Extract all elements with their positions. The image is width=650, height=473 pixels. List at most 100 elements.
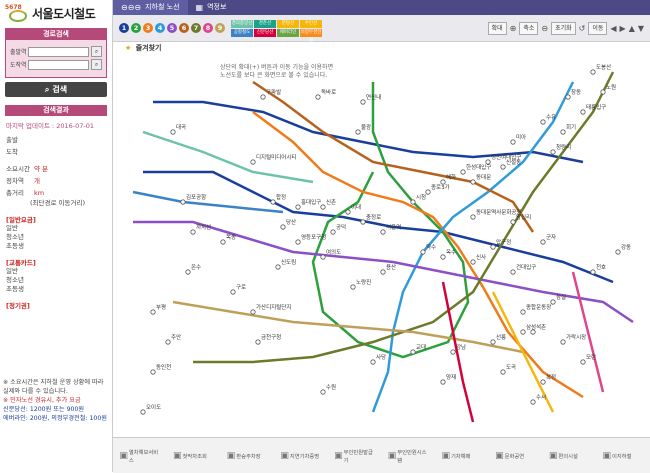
station-label[interactable]: 교대 [416,343,426,351]
station-label[interactable]: 구파발 [266,88,281,96]
zoom-out-icon[interactable]: ⊖ [541,23,549,33]
search-button[interactable]: ⌕ 검색 [5,82,107,97]
station-label[interactable]: 부평 [156,304,166,311]
extra-line-button[interactable]: 분당선 [277,19,299,28]
station-label[interactable]: 도봉산 [596,63,611,71]
station-marker[interactable] [580,109,586,115]
station-marker[interactable] [440,379,446,385]
move-left-icon[interactable]: ◀ [610,23,617,33]
station-label[interactable]: 홍대입구 [301,198,321,206]
service-button[interactable]: ▣환승주차장 [227,451,268,461]
station-marker[interactable] [520,329,526,335]
station-label[interactable]: 가산디지털단지 [256,303,291,311]
station-label[interactable]: 수서 [536,393,546,401]
reset-button[interactable]: 초기화 [551,21,576,35]
station-marker[interactable] [320,254,326,260]
station-marker[interactable] [140,409,146,415]
station-marker[interactable] [150,309,156,315]
station-marker[interactable] [170,129,176,135]
station-label[interactable]: 금천구청 [261,333,281,341]
station-marker[interactable] [250,159,256,165]
station-label[interactable]: 모란 [586,354,596,361]
station-marker[interactable] [560,339,566,345]
station-label[interactable]: 삼성 [526,323,536,331]
station-marker[interactable] [180,199,186,205]
tab-station-info[interactable]: ▦ 역정보 [188,0,235,15]
station-marker[interactable] [490,339,496,345]
line-8-button[interactable]: 8 [203,23,213,33]
station-label[interactable]: 까치산 [196,223,211,231]
station-label[interactable]: 종합운동장 [526,303,551,311]
station-marker[interactable] [540,379,546,385]
zoom-out-button[interactable]: 축소 [519,21,539,35]
station-label[interactable]: 구로 [236,284,246,291]
station-marker[interactable] [410,199,416,205]
station-label[interactable]: 공덕 [336,224,346,231]
station-marker[interactable] [510,219,516,225]
tab-subway-map[interactable]: ⊖⊖⊖ 지하철 노선 [113,0,188,15]
station-label[interactable]: 강남 [456,343,466,351]
station-label[interactable]: 노원 [606,83,616,91]
station-marker[interactable] [150,369,156,375]
station-label[interactable]: 종로3가 [431,183,450,191]
station-marker[interactable] [550,299,556,305]
service-button[interactable]: ▣이지하철 [603,451,644,461]
station-marker[interactable] [320,204,326,210]
station-marker[interactable] [520,309,526,315]
extra-line-button[interactable]: 수인선 [300,19,322,28]
station-marker[interactable] [295,239,301,245]
station-marker[interactable] [500,369,506,375]
station-label[interactable]: 합정 [276,193,286,201]
line-7-button[interactable]: 7 [191,23,201,33]
station-label[interactable]: 동대문 [476,173,491,181]
station-label[interactable]: 청량리 [556,143,571,151]
station-marker[interactable] [560,129,566,135]
service-button[interactable]: ▣무인민원발급기 [334,448,375,464]
station-label[interactable]: 미아 [516,133,526,141]
station-label[interactable]: 사당 [376,353,386,361]
favorites[interactable]: ★ 즐겨찾기 [125,43,161,53]
station-marker[interactable] [275,264,281,270]
station-label[interactable]: 목동 [226,234,236,241]
station-marker[interactable] [355,129,361,135]
station-label[interactable]: 수원 [326,383,336,391]
station-label[interactable]: 천호 [596,263,606,271]
station-label[interactable]: 온수 [191,264,201,271]
service-button[interactable]: ▣열차예보서비스 [119,448,160,464]
station-label[interactable]: 주안 [171,334,181,341]
station-marker[interactable] [295,204,301,210]
station-label[interactable]: 압구정 [496,238,511,246]
station-label[interactable]: 이대 [351,203,361,211]
station-label[interactable]: 당산 [286,218,296,226]
station-label[interactable]: 신사 [476,253,486,261]
station-label[interactable]: 왕십리 [516,213,531,221]
station-marker[interactable] [580,359,586,365]
reset-icon[interactable]: ↺ [578,23,586,33]
station-marker[interactable] [440,254,446,260]
station-marker[interactable] [485,159,491,165]
line-4-button[interactable]: 4 [155,23,165,33]
station-label[interactable]: 선릉 [496,333,506,341]
line-3-button[interactable]: 3 [143,23,153,33]
station-label[interactable]: 성신여대입구 [491,153,521,161]
service-button[interactable]: ▣첫막차조회 [173,451,214,461]
station-label[interactable]: 불광 [361,124,371,131]
station-label[interactable]: 복정 [546,374,556,381]
station-label[interactable]: 연신내 [366,93,381,101]
extra-line-button[interactable]: 신분당선 [254,28,276,37]
service-button[interactable]: ▣문화공연 [495,451,536,461]
station-label[interactable]: 신설동 [506,158,521,166]
zoom-in-icon[interactable]: ⊕ [509,23,517,33]
station-marker[interactable] [550,149,556,155]
station-marker[interactable] [530,329,536,335]
extra-line-button[interactable]: 경춘선 [254,19,276,28]
line-1-button[interactable]: 1 [119,23,129,33]
station-label[interactable]: 동인천 [156,363,171,371]
station-label[interactable]: 시청 [416,194,426,201]
station-marker[interactable] [615,249,621,255]
station-label[interactable]: 신촌 [326,198,336,206]
station-marker[interactable] [220,239,226,245]
station-label[interactable]: 오이도 [146,403,161,411]
station-marker[interactable] [425,189,431,195]
